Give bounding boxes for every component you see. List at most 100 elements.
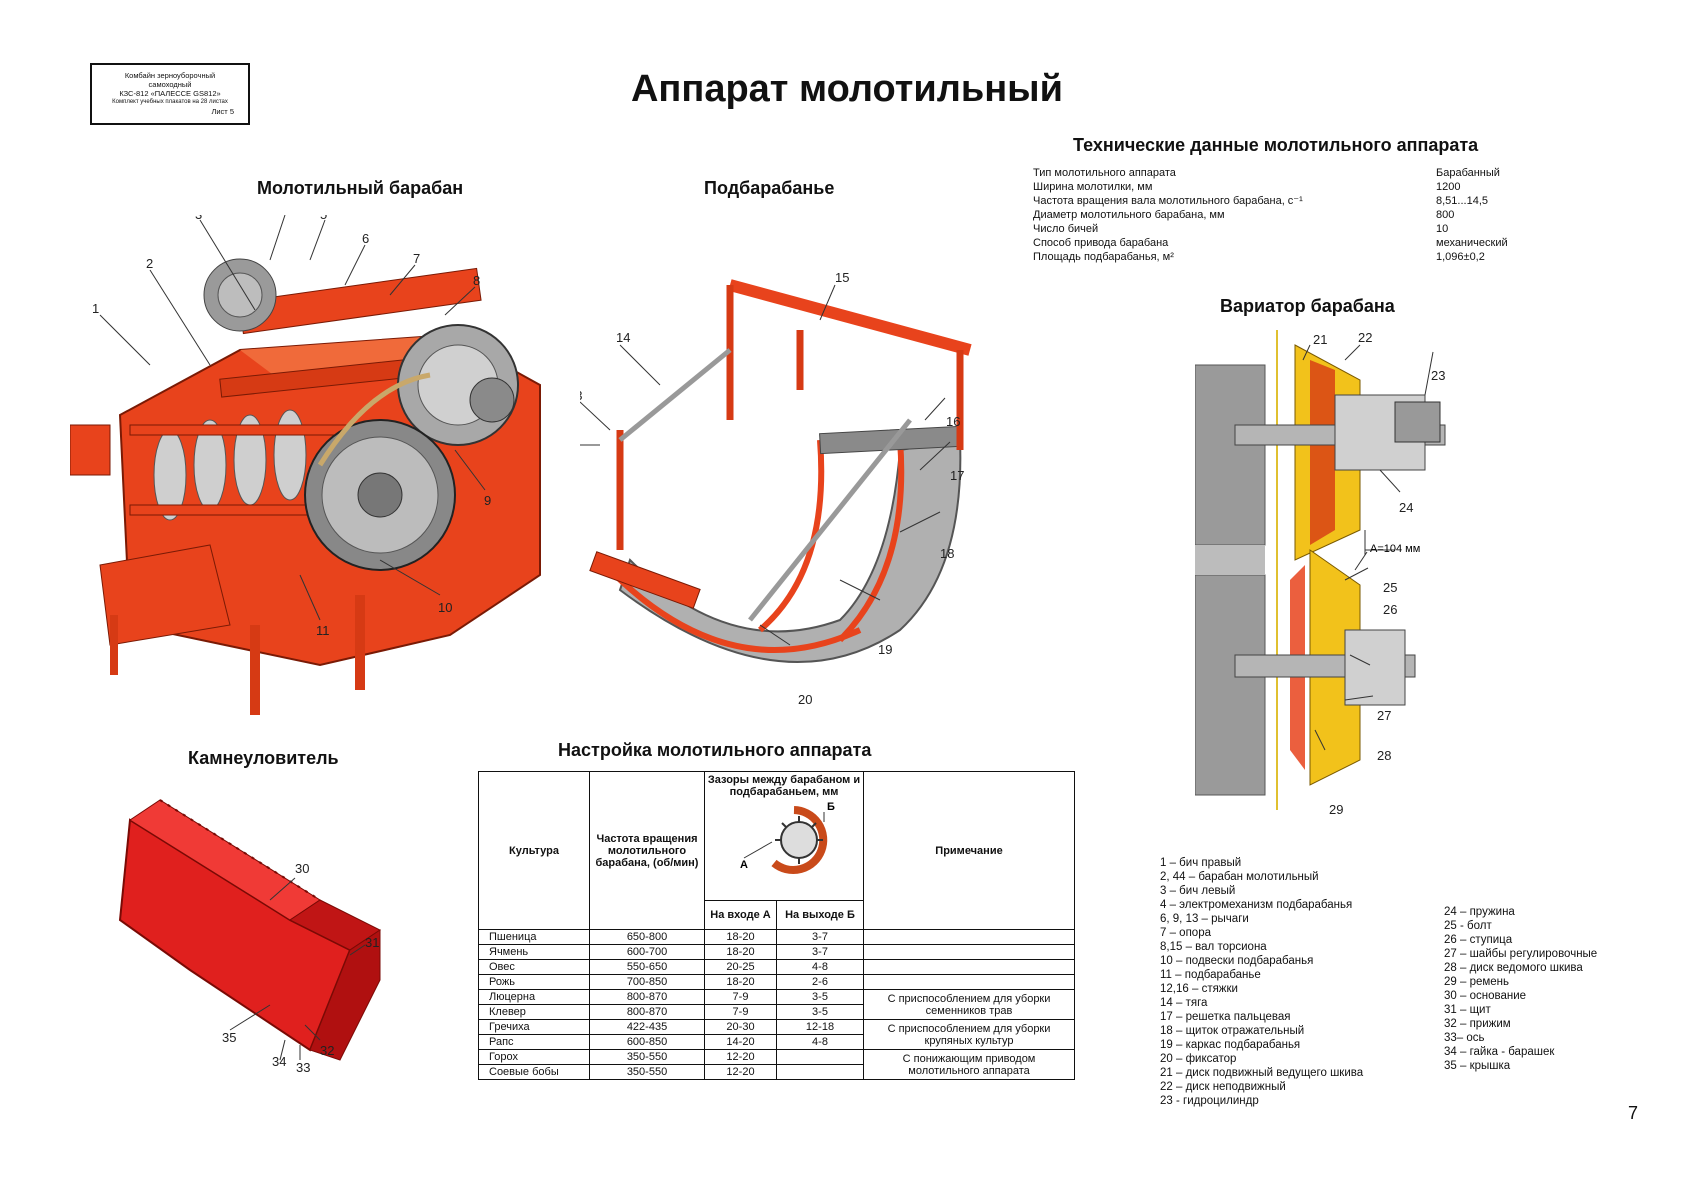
stamp-line: Комплект учебных плакатов на 28 листах bbox=[112, 99, 228, 105]
page-number: 7 bbox=[1627, 1103, 1638, 1123]
callout-21: 21 bbox=[1313, 332, 1327, 347]
table-row: Горох 350-550 12-20 С понижающим приводо… bbox=[478, 1049, 1075, 1080]
callout-10: 10 bbox=[438, 600, 452, 615]
table-row: Гречиха 422-435 20-30 12-18 С приспособл… bbox=[478, 1019, 1075, 1050]
cell-gap-in: 18-20 bbox=[704, 944, 777, 960]
diagram-label-b: Б bbox=[827, 801, 835, 813]
stamp-line: Комбайн зерноуборочный bbox=[124, 71, 216, 80]
callout-15: 15 bbox=[835, 270, 849, 285]
cell-crop: Горох bbox=[478, 1049, 590, 1065]
callout-26: 26 bbox=[1383, 602, 1397, 617]
cell-gap-out: 3-5 bbox=[776, 989, 864, 1005]
callout-6: 6 bbox=[362, 231, 369, 246]
tech-data-value: 10 bbox=[1436, 223, 1449, 235]
tech-data-name: Частота вращения вала молотильного бараб… bbox=[1033, 195, 1303, 207]
legend-item: 10 – подвески подбарабанья bbox=[1160, 955, 1314, 967]
stamp-line: самоходный bbox=[148, 80, 192, 89]
legend-item: 1 – бич правый bbox=[1160, 857, 1242, 869]
legend-item: 32 – прижим bbox=[1444, 1018, 1511, 1030]
concave-heading: Подбарабанье bbox=[704, 178, 835, 198]
callout-35: 35 bbox=[222, 1030, 236, 1045]
tech-data-name: Число бичей bbox=[1033, 223, 1099, 235]
callout-31: 31 bbox=[365, 935, 379, 950]
callout-3: 3 bbox=[195, 215, 202, 222]
cell-gap-in: 7-9 bbox=[704, 989, 777, 1005]
cell-gap-in: 18-20 bbox=[704, 929, 777, 945]
tech-data-value: 800 bbox=[1436, 209, 1455, 221]
tech-data-name: Ширина молотилки, мм bbox=[1033, 181, 1153, 193]
cell-frequency: 350-550 bbox=[589, 1064, 705, 1080]
callout-4: 4 bbox=[280, 215, 287, 218]
callout-23: 23 bbox=[1431, 368, 1445, 383]
callout-16: 16 bbox=[946, 414, 960, 429]
legend-item: 25 - болт bbox=[1444, 920, 1492, 932]
variator-illustration: А=104 мм 21 22 23 24 25 26 27 28 29 bbox=[1195, 330, 1446, 817]
callout-17: 17 bbox=[950, 468, 964, 483]
legend-item: 20 – фиксатор bbox=[1160, 1053, 1237, 1065]
table-row: Ячмень 600-700 18-20 3-7 bbox=[478, 944, 1075, 960]
cell-gap-out: 3-5 bbox=[776, 1004, 864, 1020]
cell-frequency: 350-550 bbox=[589, 1049, 705, 1065]
cell-frequency: 422-435 bbox=[589, 1019, 705, 1035]
table-row: Люцерна 800-870 7-9 3-5 С приспособление… bbox=[478, 989, 1075, 1020]
cell-gap-in: 14-20 bbox=[704, 1034, 777, 1050]
legend-item: 3 – бич левый bbox=[1160, 885, 1236, 897]
legend-item: 24 – пружина bbox=[1444, 906, 1515, 918]
cell-gap-out: 3-7 bbox=[776, 929, 864, 945]
tech-data-value: Барабанный bbox=[1436, 167, 1500, 179]
header-gaps: Зазоры между барабаном и подбарабаньем, … bbox=[704, 771, 864, 901]
concave-illustration: 12 13 14 15 16 17 18 19 20 bbox=[580, 270, 972, 707]
settings-table: Культура Частота вращения молотильного б… bbox=[478, 771, 1075, 1080]
callout-20: 20 bbox=[798, 692, 812, 707]
cell-frequency: 650-800 bbox=[589, 929, 705, 945]
tech-data-row: Диаметр молотильного барабана, мм 800 bbox=[1033, 208, 1508, 222]
drum-heading: Молотильный барабан bbox=[257, 178, 464, 198]
legend-item: 28 – диск ведомого шкива bbox=[1444, 962, 1583, 974]
legend-item: 31 – щит bbox=[1444, 1004, 1491, 1016]
cell-gap-out: 12-18 bbox=[776, 1019, 864, 1035]
legend-item: 27 – шайбы регулировочные bbox=[1444, 948, 1598, 960]
tech-data-name: Способ привода барабана bbox=[1033, 237, 1169, 249]
tech-data-name: Диаметр молотильного барабана, мм bbox=[1033, 209, 1225, 221]
callout-18: 18 bbox=[940, 546, 954, 561]
tech-data-row: Число бичей 10 bbox=[1033, 222, 1508, 236]
cell-crop: Ячмень bbox=[478, 944, 590, 960]
tech-data-value: 1,096±0,2 bbox=[1436, 251, 1485, 263]
header-gap-out: На выходе Б bbox=[776, 900, 864, 930]
tech-data-row: Частота вращения вала молотильного бараб… bbox=[1033, 194, 1508, 208]
legend-item: 8,15 – вал торсиона bbox=[1160, 941, 1267, 953]
tech-data-name: Площадь подбарабанья, м² bbox=[1033, 251, 1174, 263]
callout-24: 24 bbox=[1399, 500, 1413, 515]
callout-33: 33 bbox=[296, 1060, 310, 1075]
legend-item: 11 – подбарабанье bbox=[1160, 969, 1261, 981]
table-row: Рапс 600-850 14-20 4-8 bbox=[478, 1034, 1075, 1050]
settings-heading: Настройка молотильного аппарата bbox=[558, 740, 872, 760]
legend-item: 22 – диск неподвижный bbox=[1160, 1081, 1286, 1093]
cell-gap-out: 4-8 bbox=[776, 959, 864, 975]
stamp-sheet: Лист 5 bbox=[211, 107, 234, 116]
cell-note: С приспособлением для уборки крупяных ку… bbox=[863, 1019, 1075, 1050]
diagram-label-a: А bbox=[740, 859, 748, 871]
callout-25: 25 bbox=[1383, 580, 1397, 595]
header-frequency: Частота вращения молотильного барабана, … bbox=[589, 771, 705, 930]
tech-data-value: 1200 bbox=[1436, 181, 1461, 193]
callout-5: 5 bbox=[320, 215, 327, 222]
cell-frequency: 600-700 bbox=[589, 944, 705, 960]
callout-27: 27 bbox=[1377, 708, 1391, 723]
cell-gap-out: 2-6 bbox=[776, 974, 864, 990]
cell-frequency: 550-650 bbox=[589, 959, 705, 975]
legend-item: 34 – гайка - барашек bbox=[1444, 1046, 1555, 1058]
callout-34: 34 bbox=[272, 1054, 286, 1069]
cell-frequency: 800-870 bbox=[589, 1004, 705, 1020]
legend-item: 17 – решетка пальцевая bbox=[1160, 1011, 1291, 1023]
callout-8: 8 bbox=[473, 273, 480, 288]
callout-14: 14 bbox=[616, 330, 630, 345]
cell-crop: Рожь bbox=[478, 974, 590, 990]
variator-heading: Вариатор барабана bbox=[1220, 296, 1395, 316]
stamp-line: КЗС-812 «ПАЛЕССЕ GS812» bbox=[119, 89, 221, 98]
cell-crop: Пшеница bbox=[478, 929, 590, 945]
